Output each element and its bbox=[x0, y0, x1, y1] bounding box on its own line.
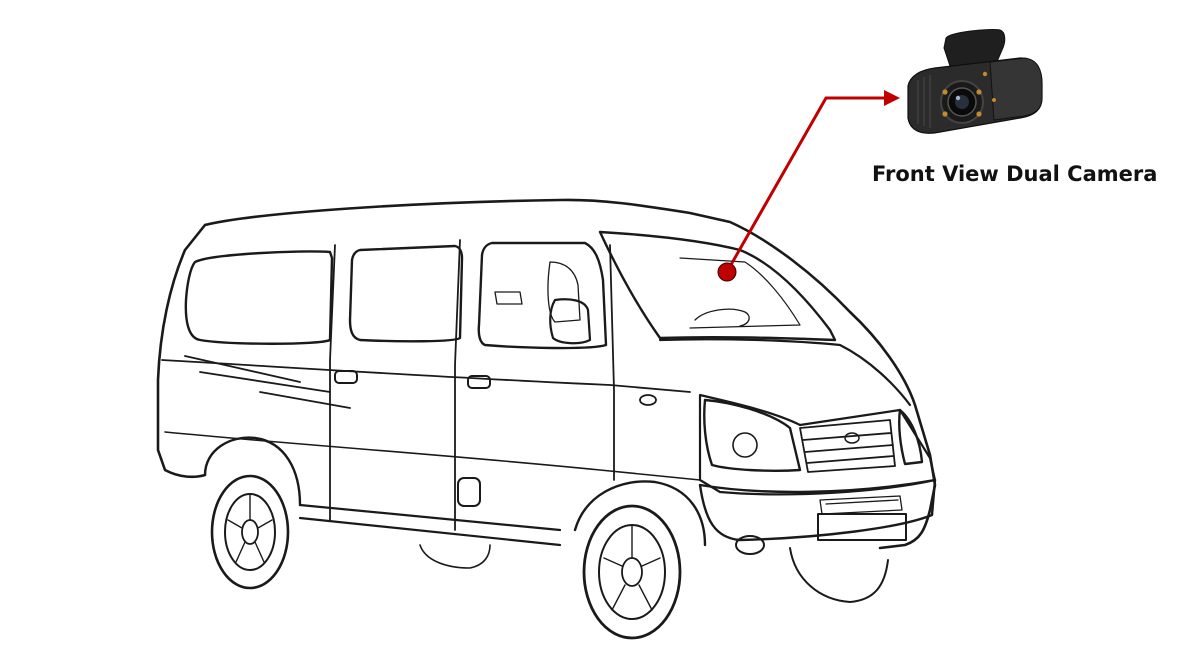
right-headlight bbox=[898, 408, 924, 466]
front-bumper bbox=[698, 478, 937, 542]
side-turn-signal bbox=[639, 394, 657, 406]
grille-badge bbox=[844, 432, 860, 444]
callout-line bbox=[726, 96, 888, 271]
minivan-illustration bbox=[156, 198, 937, 640]
van-belt-line bbox=[161, 359, 691, 393]
far-rear-wheel bbox=[419, 544, 491, 569]
door-handle-front bbox=[467, 375, 491, 389]
front-wheel bbox=[582, 504, 682, 640]
steering-wheel bbox=[694, 308, 750, 327]
rear-wheel-arch bbox=[203, 436, 302, 507]
grille bbox=[799, 419, 896, 473]
fuel-cap bbox=[457, 477, 481, 507]
license-plate bbox=[817, 513, 907, 541]
fog-lamp bbox=[735, 535, 765, 555]
camera-label: Front View Dual Camera bbox=[872, 162, 1158, 186]
dash-camera-icon bbox=[907, 29, 1043, 134]
front-door-window bbox=[477, 241, 608, 350]
van-rocker-line bbox=[298, 503, 562, 547]
front-wheel-arch bbox=[573, 480, 707, 547]
van-body-crease bbox=[164, 431, 701, 481]
camera-callout bbox=[717, 90, 900, 282]
left-headlight bbox=[703, 398, 802, 472]
front-door-seam bbox=[609, 244, 615, 481]
rear-side-window bbox=[184, 250, 334, 345]
side-decal bbox=[184, 355, 351, 409]
rear-wheel bbox=[210, 474, 290, 590]
side-mirror bbox=[549, 298, 592, 345]
windshield bbox=[598, 230, 837, 342]
windshield-inner bbox=[679, 257, 801, 329]
callout-arrowhead bbox=[884, 90, 900, 106]
camera-mount-marker bbox=[717, 262, 737, 282]
middle-side-window bbox=[348, 244, 464, 343]
door-handle-rear bbox=[334, 370, 358, 384]
hood-outline bbox=[658, 338, 912, 407]
lower-grille bbox=[819, 495, 903, 515]
headlight-lamp bbox=[732, 432, 758, 458]
seat-outline bbox=[494, 261, 581, 323]
sliding-door-seam bbox=[329, 239, 461, 531]
far-front-wheel bbox=[789, 547, 889, 603]
